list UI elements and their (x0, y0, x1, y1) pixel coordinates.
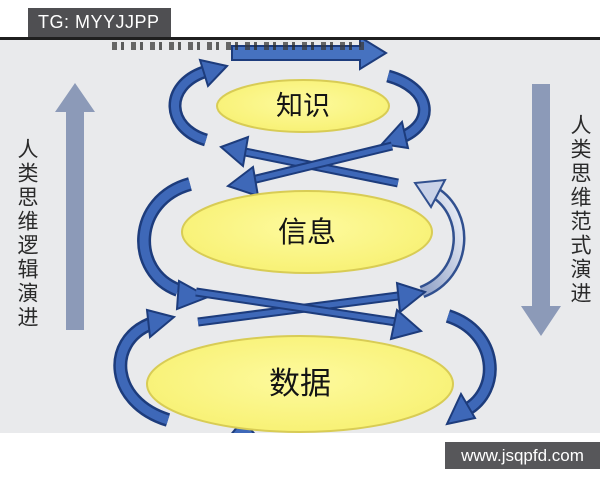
data-node (146, 335, 454, 433)
cropped-title-remnant (112, 42, 364, 50)
information-node (181, 190, 433, 274)
information-right-gradient-arrow-icon (413, 178, 466, 299)
top-bar: TG: MYYJJPP (0, 0, 600, 40)
cross-arrows-knowledge-information-icon (219, 135, 399, 198)
tg-watermark-badge: TG: MYYJJPP (28, 8, 171, 37)
data-left-cycle-arrow-icon (113, 308, 177, 427)
knowledge-node (216, 79, 390, 133)
left-axis-label: 人类思维逻辑演进 (15, 138, 38, 330)
data-right-cycle-arrow-icon (445, 309, 497, 426)
cross-arrows-information-data-icon (195, 281, 428, 341)
knowledge-left-cycle-arrow-icon (168, 58, 229, 147)
knowledge-right-cycle-arrow-icon (380, 69, 431, 150)
bottom-bar: www.jsqpfd.com (0, 433, 600, 480)
data-node-label: 数据 (269, 366, 331, 401)
information-node-label: 信息 (278, 216, 336, 249)
left-up-arrow-icon (55, 83, 95, 330)
right-axis-label: 人类思维范式演进 (568, 114, 591, 306)
knowledge-node-label: 知识 (276, 91, 330, 121)
site-watermark-badge: www.jsqpfd.com (445, 442, 600, 469)
right-down-arrow-icon (521, 84, 561, 336)
information-left-cycle-arrow-icon (137, 177, 211, 311)
